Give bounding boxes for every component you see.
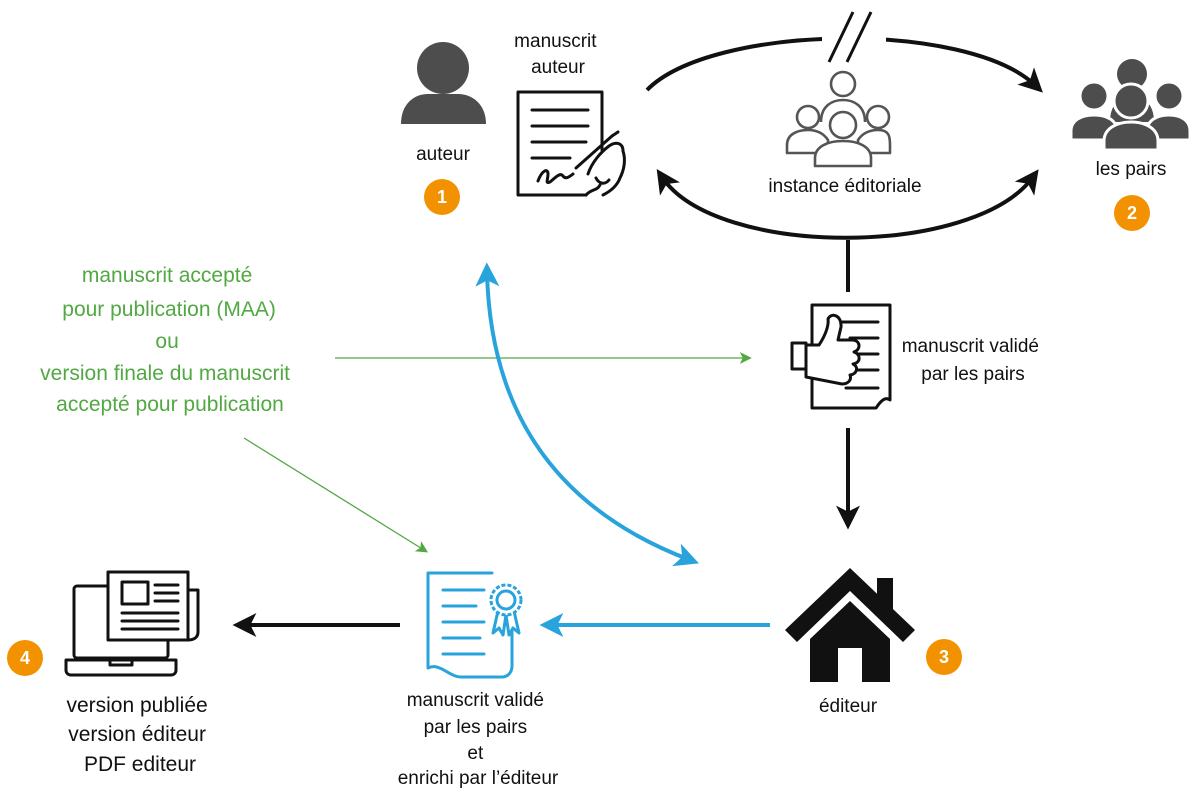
accepted-manuscript-annotation: manuscrit accepté pour publication (MAA)… — [40, 264, 752, 553]
editorial-board-label: instance éditoriale — [768, 176, 921, 197]
exchange-arc-arrow — [656, 169, 1039, 240]
badge-number: 4 — [20, 648, 30, 668]
author-node: auteur 1 — [401, 42, 486, 215]
review-arrows — [645, 11, 1043, 292]
editorial-board-node: instance éditoriale — [768, 70, 922, 197]
published-version-label: version publiée version éditeur PDF edit… — [66, 694, 213, 776]
badge-number: 3 — [939, 647, 949, 667]
house-icon — [785, 568, 915, 682]
author-manuscript: manuscrit auteur — [514, 31, 626, 197]
publisher-node: éditeur 3 — [785, 568, 962, 717]
step-badge-2: 2 — [1114, 195, 1150, 231]
laptop-newspaper-icon — [64, 570, 200, 677]
person-icon — [401, 42, 486, 124]
publisher-label: éditeur — [819, 696, 878, 717]
enriched-manuscript-node: manuscrit validé par les pairs et enrich… — [398, 571, 559, 789]
author-publisher-blue-arrow — [475, 262, 699, 567]
badge-number: 2 — [1127, 203, 1137, 223]
badge-number: 1 — [437, 187, 447, 207]
author-label: auteur — [416, 144, 471, 165]
signed-document-icon — [516, 90, 626, 197]
certified-document-icon — [426, 571, 523, 679]
validated-manuscript-label: manuscrit validé par les pairs — [902, 336, 1045, 385]
annotation-text: manuscrit accepté pour publication (MAA)… — [40, 264, 296, 416]
thumbs-up-document-icon — [790, 303, 892, 410]
peers-node: les pairs 2 — [1069, 59, 1192, 231]
validated-manuscript-node: manuscrit validé par les pairs — [790, 303, 1045, 410]
group-icon — [1069, 59, 1192, 152]
step-badge-3: 3 — [926, 639, 962, 675]
step-badge-1: 1 — [424, 179, 460, 215]
author-manuscript-label: manuscrit auteur — [514, 31, 602, 78]
published-version-node: 4 version publiée version éditeur PDF ed… — [7, 570, 213, 776]
step-badge-4: 4 — [7, 640, 43, 676]
group-outline-icon — [785, 70, 892, 168]
peers-label: les pairs — [1096, 159, 1167, 180]
enriched-manuscript-label: manuscrit validé par les pairs et enrich… — [398, 690, 559, 789]
annotation-arrow-enriched — [243, 437, 429, 553]
double-slash-break-icon — [827, 11, 873, 63]
